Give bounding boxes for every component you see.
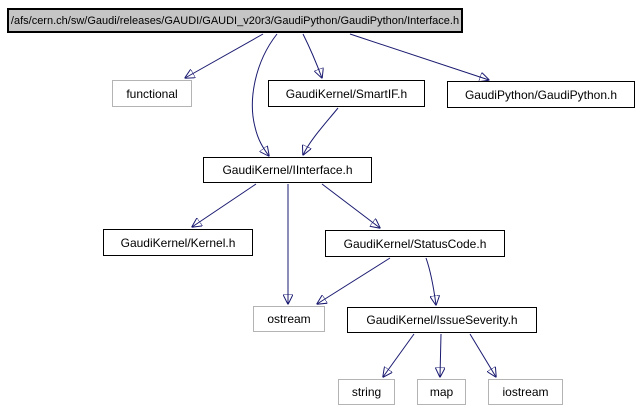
edge-issueseverity-string bbox=[383, 333, 415, 377]
edge-statuscode-ostream bbox=[317, 257, 391, 304]
node-interface-h-root: /afs/cern.ch/sw/Gaudi/releases/GAUDI/GAU… bbox=[7, 8, 463, 33]
edge-top-smartif bbox=[302, 33, 322, 78]
edge-smartif-iinterface bbox=[303, 107, 339, 155]
edge-issueseverity-map bbox=[440, 333, 441, 377]
node-smartif-h[interactable]: GaudiKernel/SmartIF.h bbox=[268, 80, 425, 107]
node-statuscode-h[interactable]: GaudiKernel/StatusCode.h bbox=[325, 230, 505, 257]
node-gaudipython-h[interactable]: GaudiPython/GaudiPython.h bbox=[447, 81, 635, 108]
node-string: string bbox=[338, 379, 395, 405]
edge-top-iinterface bbox=[251, 33, 278, 156]
node-iostream: iostream bbox=[488, 379, 563, 405]
node-map: map bbox=[417, 379, 466, 405]
edge-statuscode-issueseverity bbox=[425, 257, 436, 305]
edge-top-gaudipython bbox=[349, 33, 489, 80]
node-ostream: ostream bbox=[253, 306, 325, 332]
node-functional: functional bbox=[112, 80, 192, 107]
edge-top-functional bbox=[185, 33, 264, 78]
node-kernel-h[interactable]: GaudiKernel/Kernel.h bbox=[103, 229, 253, 256]
node-iinterface-h[interactable]: GaudiKernel/IInterface.h bbox=[203, 157, 372, 183]
edge-iinterface-kernel bbox=[192, 183, 257, 227]
node-issueseverity-h[interactable]: GaudiKernel/IssueSeverity.h bbox=[347, 307, 537, 333]
edge-issueseverity-iostream bbox=[469, 333, 496, 377]
edge-iinterface-statuscode bbox=[321, 183, 380, 228]
